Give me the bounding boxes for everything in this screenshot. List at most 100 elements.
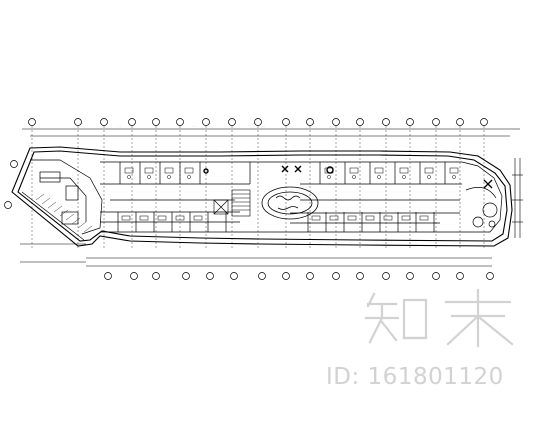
svg-text:· ·: · ·	[455, 124, 458, 128]
chair-symbol	[147, 175, 151, 179]
desk-symbol	[311, 215, 321, 221]
hatch-line	[77, 221, 87, 229]
top-dimension-lines	[22, 128, 520, 137]
south-room-partitions	[117, 212, 435, 232]
grid-axis-bubble	[480, 118, 488, 126]
desk-symbol	[193, 215, 203, 221]
grid-axis-bubble	[152, 272, 160, 280]
column-grid-lines	[31, 126, 485, 250]
chair-symbol	[402, 175, 406, 179]
svg-text:· ·: · ·	[118, 124, 121, 128]
grid-axis-bubble	[306, 118, 314, 126]
grid-axis-bubbles-bottom	[104, 272, 494, 280]
grid-axis-bubble	[406, 272, 414, 280]
hatch-line	[59, 209, 69, 217]
grid-axis-bubble	[206, 272, 214, 280]
hatch-line	[35, 193, 45, 201]
grid-axis-bubble	[406, 118, 414, 126]
grid-axis-bubble	[104, 272, 112, 280]
chair-symbol	[352, 175, 356, 179]
chair-symbol	[167, 175, 171, 179]
grid-axis-bubble	[282, 272, 290, 280]
desk-symbol	[144, 167, 154, 174]
west-wing	[21, 159, 103, 241]
hatch-line	[65, 213, 75, 221]
desk-symbol	[347, 215, 357, 221]
chair-symbol	[187, 175, 191, 179]
grid-axis-bubble	[182, 272, 190, 280]
grid-axis-bubble	[356, 118, 364, 126]
south-rooms	[100, 211, 462, 233]
chair-symbol	[327, 175, 331, 179]
desk-symbol	[399, 167, 409, 174]
grid-axis-bubble	[230, 272, 238, 280]
grid-axis-bubble	[130, 272, 138, 280]
desk-symbol	[374, 167, 384, 174]
north-room-partitions	[119, 162, 446, 184]
svg-text:· ·: · ·	[192, 124, 195, 128]
chair-symbol	[127, 175, 131, 179]
grid-axis-bubble	[228, 118, 236, 126]
grid-axis-bubble	[456, 272, 464, 280]
watermark-logo	[364, 288, 514, 348]
hatch-line	[47, 201, 57, 209]
grid-axis-bubble	[382, 272, 390, 280]
grid-axis-bubble	[100, 118, 108, 126]
grid-axis-bubbles-left	[4, 160, 18, 209]
desk-symbol	[139, 215, 149, 221]
furniture-symbols	[121, 167, 459, 221]
desk-symbol	[419, 215, 429, 221]
grid-axis-bubble	[356, 272, 364, 280]
hatch-line	[71, 217, 81, 225]
desk-symbol	[329, 215, 339, 221]
desk-symbol	[383, 215, 393, 221]
grid-axis-bubble	[176, 118, 184, 126]
bottom-dimension-lines	[20, 243, 492, 267]
grid-axis-bubble	[456, 118, 464, 126]
top-dimension-labels: · · · · · · · · · ·	[118, 124, 458, 128]
desk-symbol	[121, 215, 131, 221]
grid-axis-bubble	[28, 118, 36, 126]
building-outline	[11, 146, 513, 247]
chair-symbol	[377, 175, 381, 179]
grid-axis-bubble	[202, 118, 210, 126]
svg-text:· ·: · ·	[330, 124, 333, 128]
grid-axis-bubble	[306, 272, 314, 280]
grid-axis-bubble	[332, 118, 340, 126]
desk-symbol	[424, 167, 434, 174]
grid-axis-bubble	[382, 118, 390, 126]
hatch-line	[41, 197, 51, 205]
grid-axis-bubble	[432, 272, 440, 280]
west-wing-hatch	[35, 193, 93, 233]
svg-text:· ·: · ·	[262, 124, 265, 128]
grid-axis-bubble	[128, 118, 136, 126]
grid-axis-bubble	[282, 118, 290, 126]
desk-symbol	[401, 215, 411, 221]
desk-symbol	[365, 215, 375, 221]
chair-symbol	[452, 175, 456, 179]
chair-symbol	[427, 175, 431, 179]
grid-axis-bubble	[254, 118, 262, 126]
desk-symbol	[175, 215, 185, 221]
grid-axis-bubble	[74, 118, 82, 126]
desk-symbol	[449, 167, 459, 174]
grid-axis-bubble	[152, 118, 160, 126]
grid-axis-bubble	[332, 272, 340, 280]
watermark-id: ID: 161801120	[326, 364, 504, 390]
grid-axis-bubble	[258, 272, 266, 280]
desk-symbol	[157, 215, 167, 221]
grid-axis-bubble	[432, 118, 440, 126]
hatch-line	[53, 205, 63, 213]
central-lobby	[261, 186, 319, 220]
hatch-line	[83, 225, 93, 233]
right-dimension-lines	[512, 158, 523, 238]
desk-symbol	[349, 167, 359, 174]
grid-axis-bubbles-top	[28, 118, 488, 126]
desk-symbol	[184, 167, 194, 174]
grid-axis-bubble	[486, 272, 494, 280]
desk-symbol	[124, 167, 134, 174]
lobby-markers	[203, 165, 334, 174]
north-rooms	[100, 161, 462, 201]
